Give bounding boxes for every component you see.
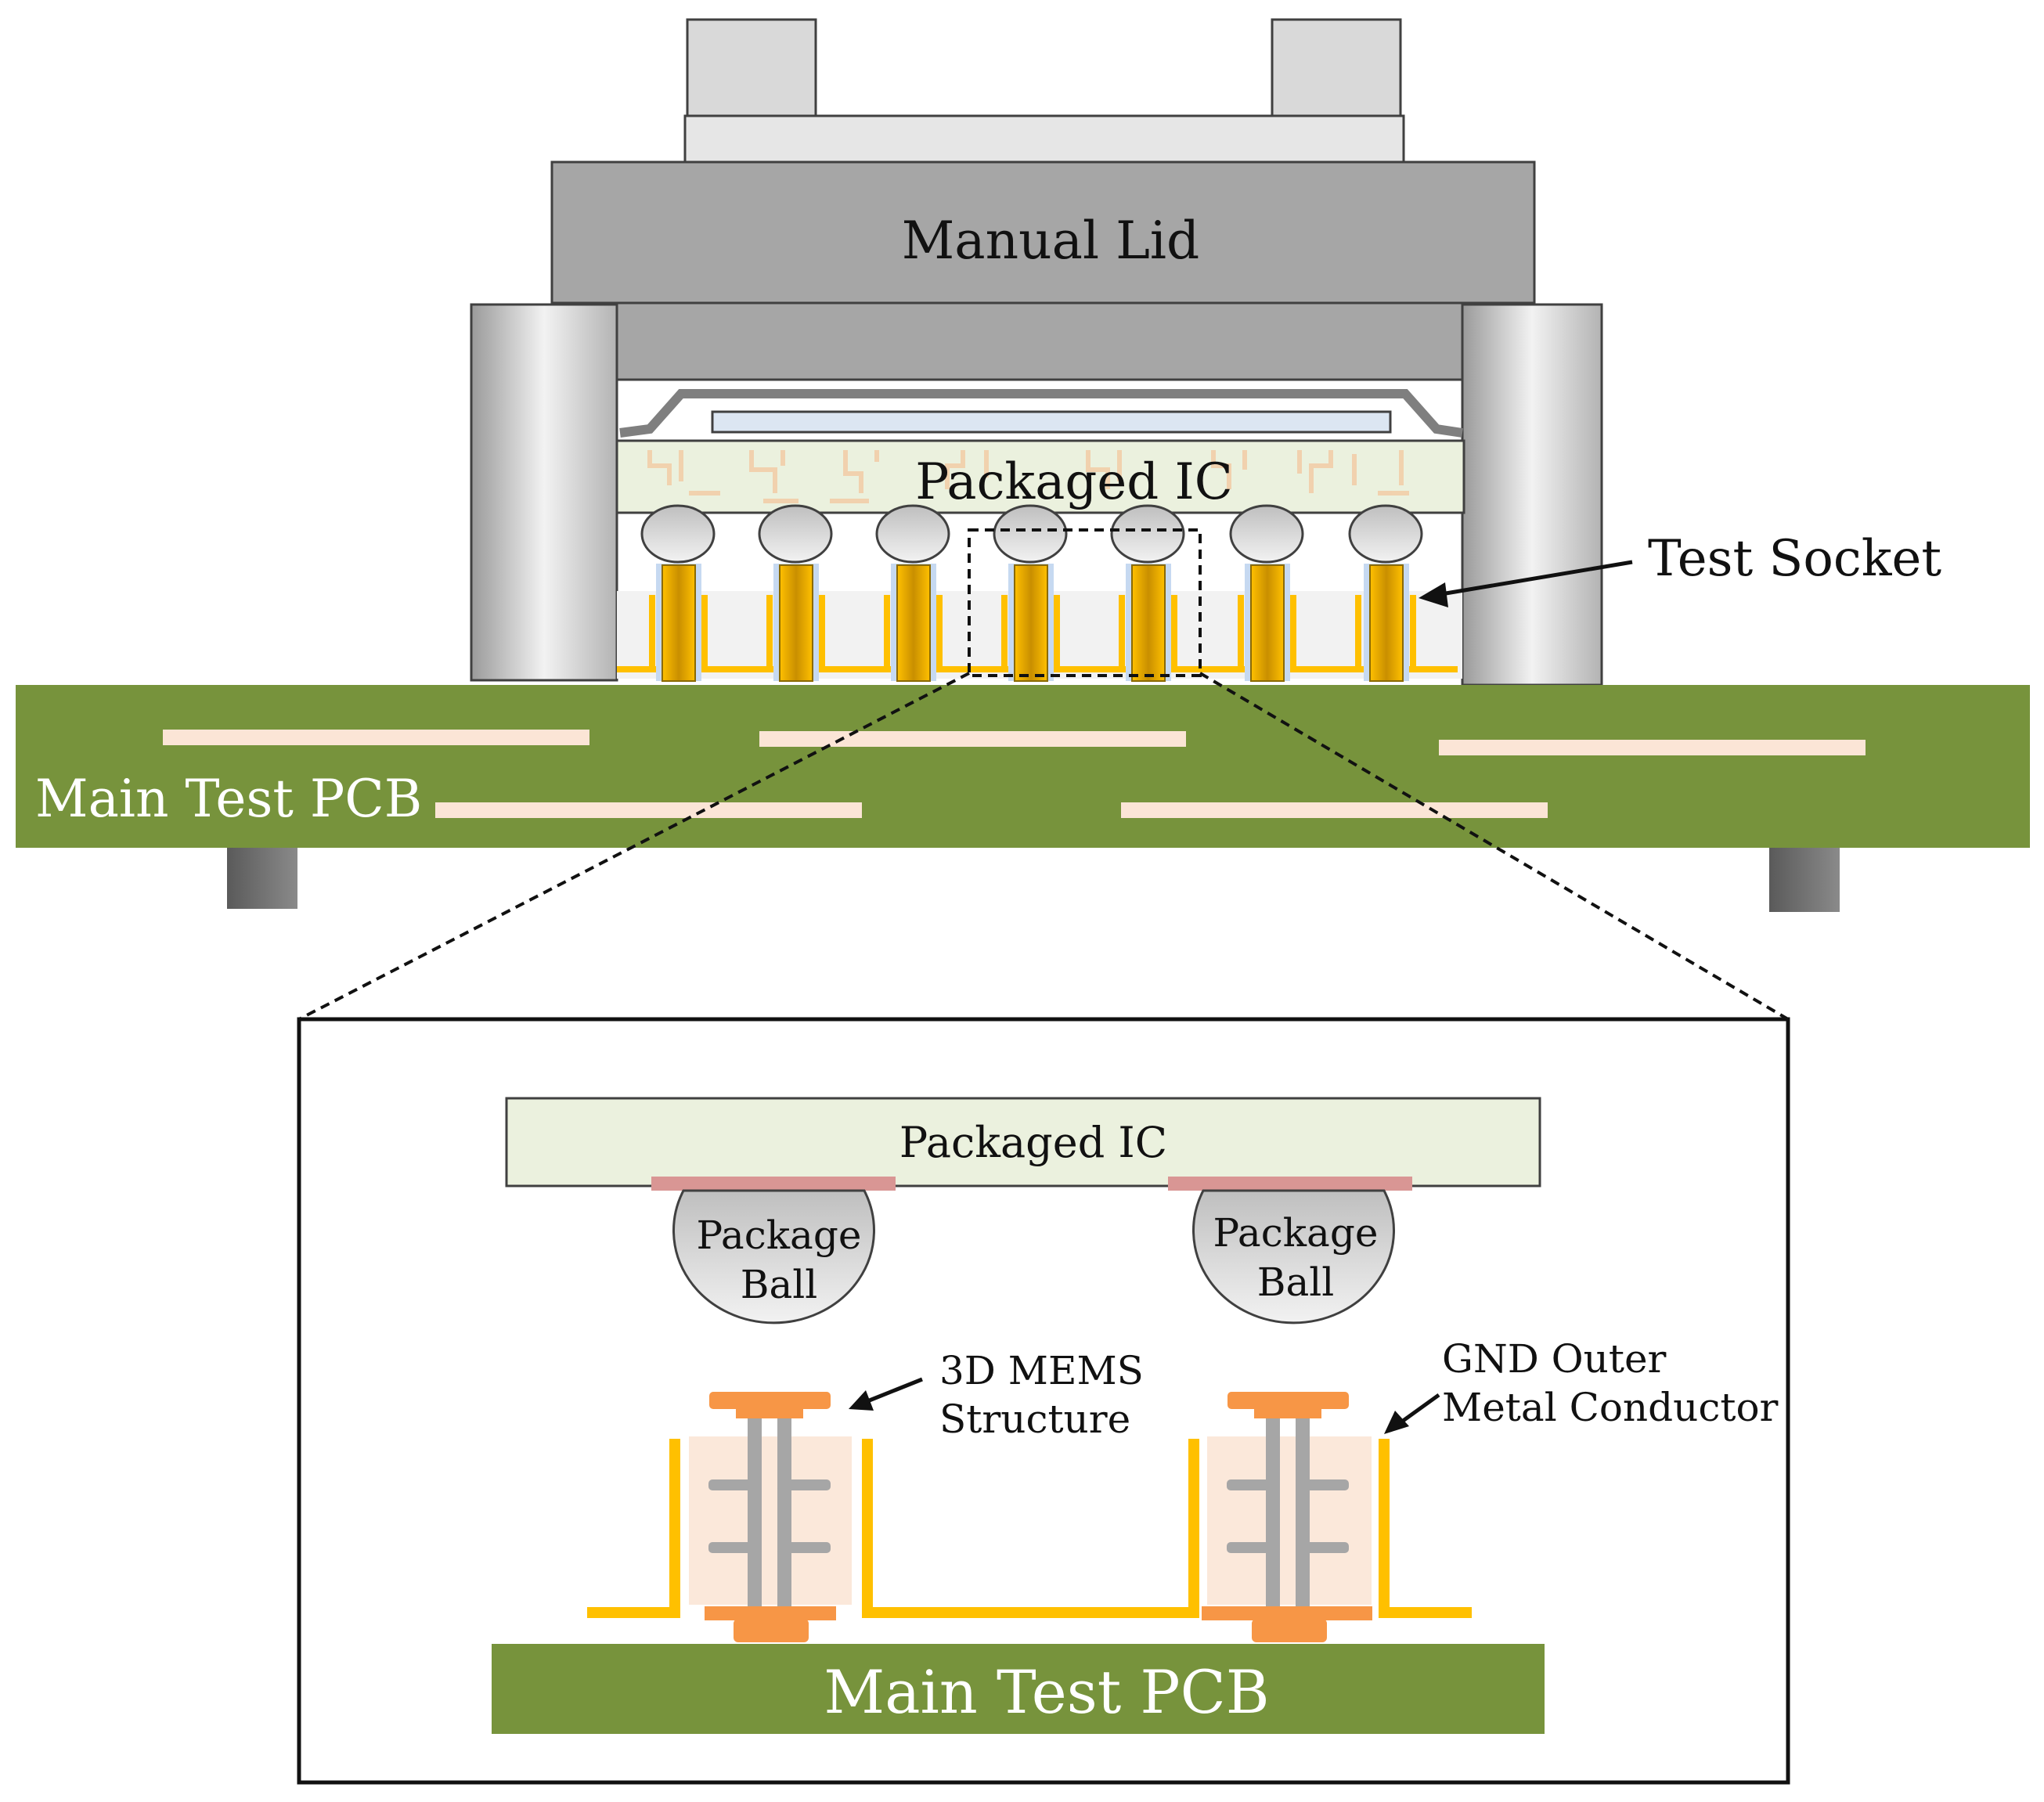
packaged-ic-label: Packaged IC — [915, 453, 1233, 511]
package-ball — [758, 504, 833, 564]
mems-beam — [708, 1479, 762, 1490]
mems-label-1: 3D MEMS — [939, 1348, 1144, 1393]
ic-pad-right — [1168, 1177, 1412, 1191]
package-ball — [993, 504, 1068, 564]
pogo-pins-top — [656, 564, 1409, 682]
gnd-label-2: Metal Conductor — [1442, 1385, 1779, 1430]
pcb-trace — [163, 730, 589, 745]
package-ball — [1110, 504, 1185, 564]
mems-shaft — [748, 1418, 762, 1613]
mems-top-cap — [709, 1392, 831, 1409]
mems-housing — [689, 1436, 852, 1605]
package-ball-right — [1192, 1189, 1395, 1324]
pogo-pin — [1014, 564, 1048, 682]
pogo-pin — [1369, 564, 1404, 682]
pcb-trace — [1121, 802, 1548, 818]
mems-beam — [1227, 1542, 1280, 1553]
mems-bottom-tip — [734, 1619, 809, 1642]
main-test-pcb-detail — [492, 1644, 1545, 1734]
package-balls-top — [640, 504, 1423, 564]
main-test-pcb-label: Main Test PCB — [35, 769, 422, 829]
test-socket-label: Test Socket — [1648, 530, 1941, 588]
gnd-conductor-segment — [1379, 1439, 1472, 1618]
package-ball-left-label-2: Ball — [741, 1262, 818, 1307]
package-ball — [875, 504, 950, 564]
zoom-line-right — [1199, 672, 1790, 1021]
package-ball-right-label-1: Package — [1213, 1210, 1379, 1256]
mems-top-cap — [1227, 1392, 1349, 1409]
package-lid-outline — [619, 389, 1463, 438]
mems-bottom-neck — [705, 1606, 836, 1620]
mems-housing — [1207, 1436, 1372, 1605]
zoom-line-left — [298, 672, 970, 1021]
pcb-trace — [759, 731, 1186, 747]
packaged-ic-detail-label: Packaged IC — [899, 1118, 1167, 1167]
socket-wall-left — [470, 303, 618, 682]
gnd-label-1: GND Outer — [1442, 1336, 1667, 1382]
gnd-arrowhead — [1384, 1411, 1409, 1434]
socket-wall-right — [1461, 303, 1603, 687]
pcb-foot-left — [227, 848, 297, 909]
die — [711, 410, 1392, 434]
package-ball — [1348, 504, 1423, 564]
pcb-trace — [1439, 740, 1866, 755]
main-test-pcb — [16, 685, 2030, 848]
lid-handle-right — [1271, 18, 1402, 119]
lid-handle-left — [686, 18, 817, 119]
package-ball-left-label-1: Package — [697, 1213, 862, 1258]
test-socket-arrow — [1436, 560, 1633, 597]
mems-structure-left — [689, 1392, 852, 1642]
pogo-pin — [896, 564, 931, 682]
mems-beam — [1296, 1479, 1349, 1490]
mems-shaft — [1266, 1418, 1280, 1613]
gnd-conductor-segment — [862, 1439, 1199, 1618]
mems-label-2: Structure — [939, 1397, 1130, 1442]
mems-beam — [708, 1542, 762, 1553]
pcb-trace — [435, 802, 862, 818]
mems-beam — [1296, 1542, 1349, 1553]
lid-top-plate — [683, 114, 1405, 164]
detail-view: Packaged IC Package Ball Package Ball — [297, 1017, 1790, 1785]
pcb-foot-right — [1769, 848, 1840, 912]
gnd-arrow — [1398, 1393, 1440, 1425]
pcb-traces — [163, 730, 1866, 818]
mems-structure-right — [1202, 1392, 1372, 1642]
socket-assembly: Manual Lid Packaged IC — [16, 18, 2030, 912]
package-ball-right-label-2: Ball — [1257, 1260, 1335, 1305]
lid-press-plate — [613, 301, 1473, 381]
mems-beam — [777, 1479, 831, 1490]
mems-beam — [777, 1542, 831, 1553]
mems-bottom-neck — [1202, 1606, 1372, 1620]
gnd-conductor-segment — [587, 1439, 680, 1618]
package-ball — [1229, 504, 1304, 564]
test-socket-arrowhead — [1419, 582, 1448, 607]
main-test-pcb-detail-label: Main Test PCB — [824, 1657, 1269, 1727]
mems-shaft — [777, 1418, 791, 1613]
packaged-ic-detail — [505, 1097, 1541, 1188]
manual-lid — [550, 160, 1536, 305]
mems-shaft — [1296, 1418, 1310, 1613]
package-ball — [640, 504, 716, 564]
zoom-region — [968, 528, 1202, 677]
mems-top-neck — [1254, 1407, 1321, 1418]
mems-arrow — [867, 1377, 923, 1404]
package-ball-left — [672, 1189, 875, 1324]
substrate-routing — [647, 450, 1409, 503]
pogo-pin — [1250, 564, 1285, 682]
pogo-pin — [662, 564, 696, 682]
packaged-ic-substrate — [615, 439, 1465, 514]
manual-lid-label: Manual Lid — [902, 211, 1200, 271]
mems-top-neck — [736, 1407, 803, 1418]
mems-arrowhead — [849, 1390, 874, 1411]
pogo-pin — [1131, 564, 1166, 682]
pogo-pin — [779, 564, 813, 682]
mems-bottom-tip — [1252, 1619, 1327, 1642]
ic-pad-left — [651, 1177, 896, 1191]
mems-beam — [1227, 1479, 1280, 1490]
